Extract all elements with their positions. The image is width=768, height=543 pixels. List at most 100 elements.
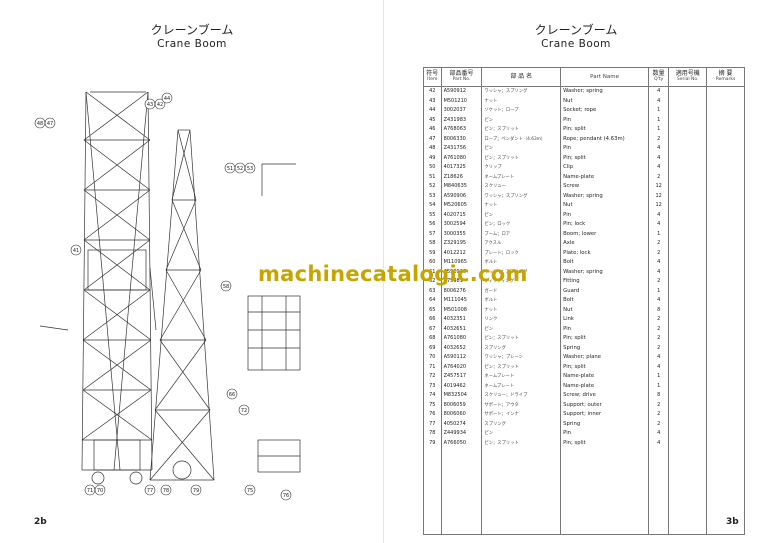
cell-item: 72: [423, 372, 442, 382]
cell-rem: [706, 172, 745, 182]
detail-parts: [39, 163, 301, 473]
cell-qty: 2: [648, 324, 670, 334]
cell-jp: ピン；スプリット: [481, 362, 562, 372]
cell-en: Bolt: [560, 296, 650, 306]
callout-51: 51: [224, 162, 236, 174]
cell-rem: [706, 362, 745, 372]
callout-label: 44: [164, 96, 170, 102]
filler-cell: [706, 448, 745, 535]
cell-item: 66: [423, 315, 442, 325]
cell-pno: Z449934: [440, 429, 483, 439]
cell-pno: M840635: [440, 182, 483, 192]
cell-ser: [668, 372, 708, 382]
cell-pno: M501008: [440, 305, 483, 315]
cell-ser: [668, 258, 708, 268]
cell-en: Boom; lower: [560, 229, 650, 239]
cell-item: 70: [423, 353, 442, 363]
cell-ser: [668, 315, 708, 325]
cell-pno: A768063: [440, 125, 483, 135]
cell-rem: [706, 191, 745, 201]
cell-jp: ピン: [481, 429, 562, 439]
cell-ser: [668, 248, 708, 258]
cell-item: 71: [423, 362, 442, 372]
cell-pno: M832504: [440, 391, 483, 401]
cell-jp: ソケット；ロープ: [481, 106, 562, 116]
cell-pno: 8006330: [440, 134, 483, 144]
cell-jp: ワッシャ；プレーン: [481, 353, 562, 363]
cell-jp: スプリング: [481, 419, 562, 429]
cell-rem: [706, 182, 745, 192]
cell-jp: ブーム；ロア: [481, 229, 562, 239]
page-title-en: Crane Boom: [541, 38, 611, 50]
cell-jp: ナット: [481, 201, 562, 211]
cell-item: 42: [423, 86, 442, 97]
cell-item: 47: [423, 134, 442, 144]
cell-item: 49: [423, 153, 442, 163]
callout-70: 70: [94, 484, 106, 496]
cell-qty: 2: [648, 400, 670, 410]
callout-47: 47: [44, 117, 56, 129]
cell-pno: 4019462: [440, 381, 483, 391]
cell-ser: [668, 106, 708, 116]
callout-label: 48: [37, 121, 43, 127]
cell-rem: [706, 372, 745, 382]
cell-qty: 4: [648, 153, 670, 163]
cell-en: Nut: [560, 305, 650, 315]
cell-pno: 3000355: [440, 229, 483, 239]
callout-label: 77: [147, 488, 153, 494]
cell-pno: 4032351: [440, 315, 483, 325]
cell-qty: 4: [648, 144, 670, 154]
callout-42: 42: [154, 98, 166, 110]
cell-jp: ガード: [481, 286, 562, 296]
cell-pno: 4032652: [440, 343, 483, 353]
cell-qty: 1: [648, 286, 670, 296]
cell-ser: [668, 343, 708, 353]
callout-77: 77: [144, 484, 156, 496]
cell-en: Name-plate: [560, 381, 650, 391]
callout-44: 44: [161, 92, 173, 104]
cell-qty: 4: [648, 438, 670, 448]
cell-ser: [668, 286, 708, 296]
cell-en: Spring: [560, 419, 650, 429]
cell-item: 50: [423, 163, 442, 173]
cell-item: 44: [423, 106, 442, 116]
filler-cell: [560, 448, 650, 535]
callout-71: 71: [84, 484, 96, 496]
cell-en: Support; inner: [560, 410, 650, 420]
cell-en: Rope; pendant (4.63m): [560, 134, 650, 144]
cell-item: 78: [423, 429, 442, 439]
callout-label: 51: [227, 166, 233, 172]
cell-item: 69: [423, 343, 442, 353]
cell-item: 51: [423, 172, 442, 182]
cell-item: 63: [423, 286, 442, 296]
cell-rem: [706, 419, 745, 429]
cell-ser: [668, 391, 708, 401]
cell-item: 54: [423, 201, 442, 211]
cell-ser: [668, 419, 708, 429]
cell-jp: ピン；スプリット: [481, 125, 562, 135]
cell-pno: 4012212: [440, 248, 483, 258]
filler-cell: [668, 448, 708, 535]
cell-ser: [668, 153, 708, 163]
cell-en: Plate; lock: [560, 248, 650, 258]
cell-en: Pin: [560, 429, 650, 439]
cell-pno: 4050274: [440, 419, 483, 429]
cell-jp: スクリュー；ドライブ: [481, 391, 562, 401]
cell-qty: 4: [648, 362, 670, 372]
cell-rem: [706, 96, 745, 106]
cell-rem: [706, 201, 745, 211]
cell-jp: ネームプレート: [481, 381, 562, 391]
callout-76: 76: [280, 489, 292, 501]
cell-rem: [706, 125, 745, 135]
